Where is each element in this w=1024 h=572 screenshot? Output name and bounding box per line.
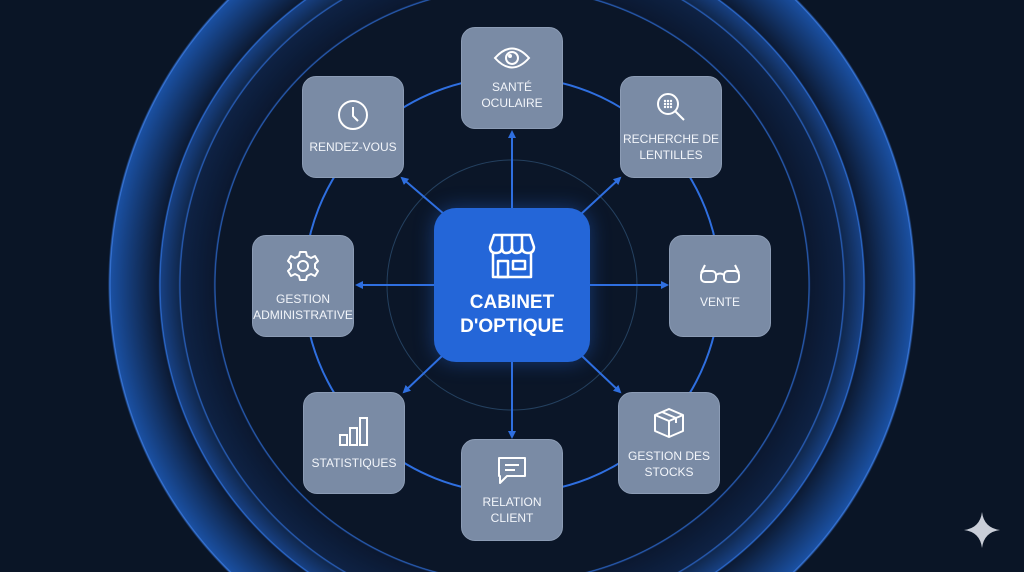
node-gestion-stocks[interactable]: GESTION DES STOCKS (618, 392, 720, 494)
glasses-icon (700, 264, 740, 283)
node-label-line2: ADMINISTRATIVE (253, 308, 353, 322)
box-icon (654, 408, 684, 438)
node-gestion-administrative[interactable]: GESTION ADMINISTRATIVE (252, 235, 354, 337)
node-sante-oculaire[interactable]: SANTÉ OCULAIRE (461, 27, 563, 129)
center-node-cabinet[interactable]: CABINET D'OPTIQUE (434, 208, 590, 362)
node-relation-client[interactable]: RELATION CLIENT (461, 439, 563, 541)
node-label: STATISTIQUES (311, 456, 397, 470)
node-label: VENTE (699, 295, 740, 309)
node-statistiques[interactable]: STATISTIQUES (303, 392, 405, 494)
node-label-line2: STOCKS (644, 465, 694, 479)
node-vente[interactable]: VENTE (669, 235, 771, 337)
node-label-line1: GESTION (275, 292, 330, 306)
node-label-line1: RELATION (482, 495, 542, 509)
node-label-line2: LENTILLES (639, 148, 703, 162)
eye-icon (493, 47, 531, 69)
clock-icon (338, 100, 368, 130)
bar-chart-icon (339, 417, 368, 446)
node-label: SANTÉ OCULAIRE (481, 80, 543, 110)
node-label: RENDEZ-VOUS (309, 140, 397, 154)
gear-icon (287, 251, 319, 281)
arrow-rendezvous (400, 176, 445, 215)
search-grid-icon (657, 93, 685, 121)
node-label-line1: RECHERCHE DE (622, 132, 719, 146)
arrow-stocks (581, 355, 622, 394)
center-title-line2: D'OPTIQUE (460, 316, 564, 337)
chat-icon (498, 457, 526, 484)
node-recherche-lentilles[interactable]: RECHERCHE DE LENTILLES (620, 76, 722, 178)
arrow-statistiques (402, 355, 443, 394)
sparkle-icon (964, 512, 1000, 548)
storefront-icon (488, 233, 536, 279)
node-rendez-vous[interactable]: RENDEZ-VOUS (302, 76, 404, 178)
center-title-line1: CABINET (469, 292, 555, 313)
node-label-line1: GESTION DES (627, 449, 710, 463)
arrow-recherche (579, 176, 622, 216)
node-label-line2: CLIENT (490, 511, 534, 525)
